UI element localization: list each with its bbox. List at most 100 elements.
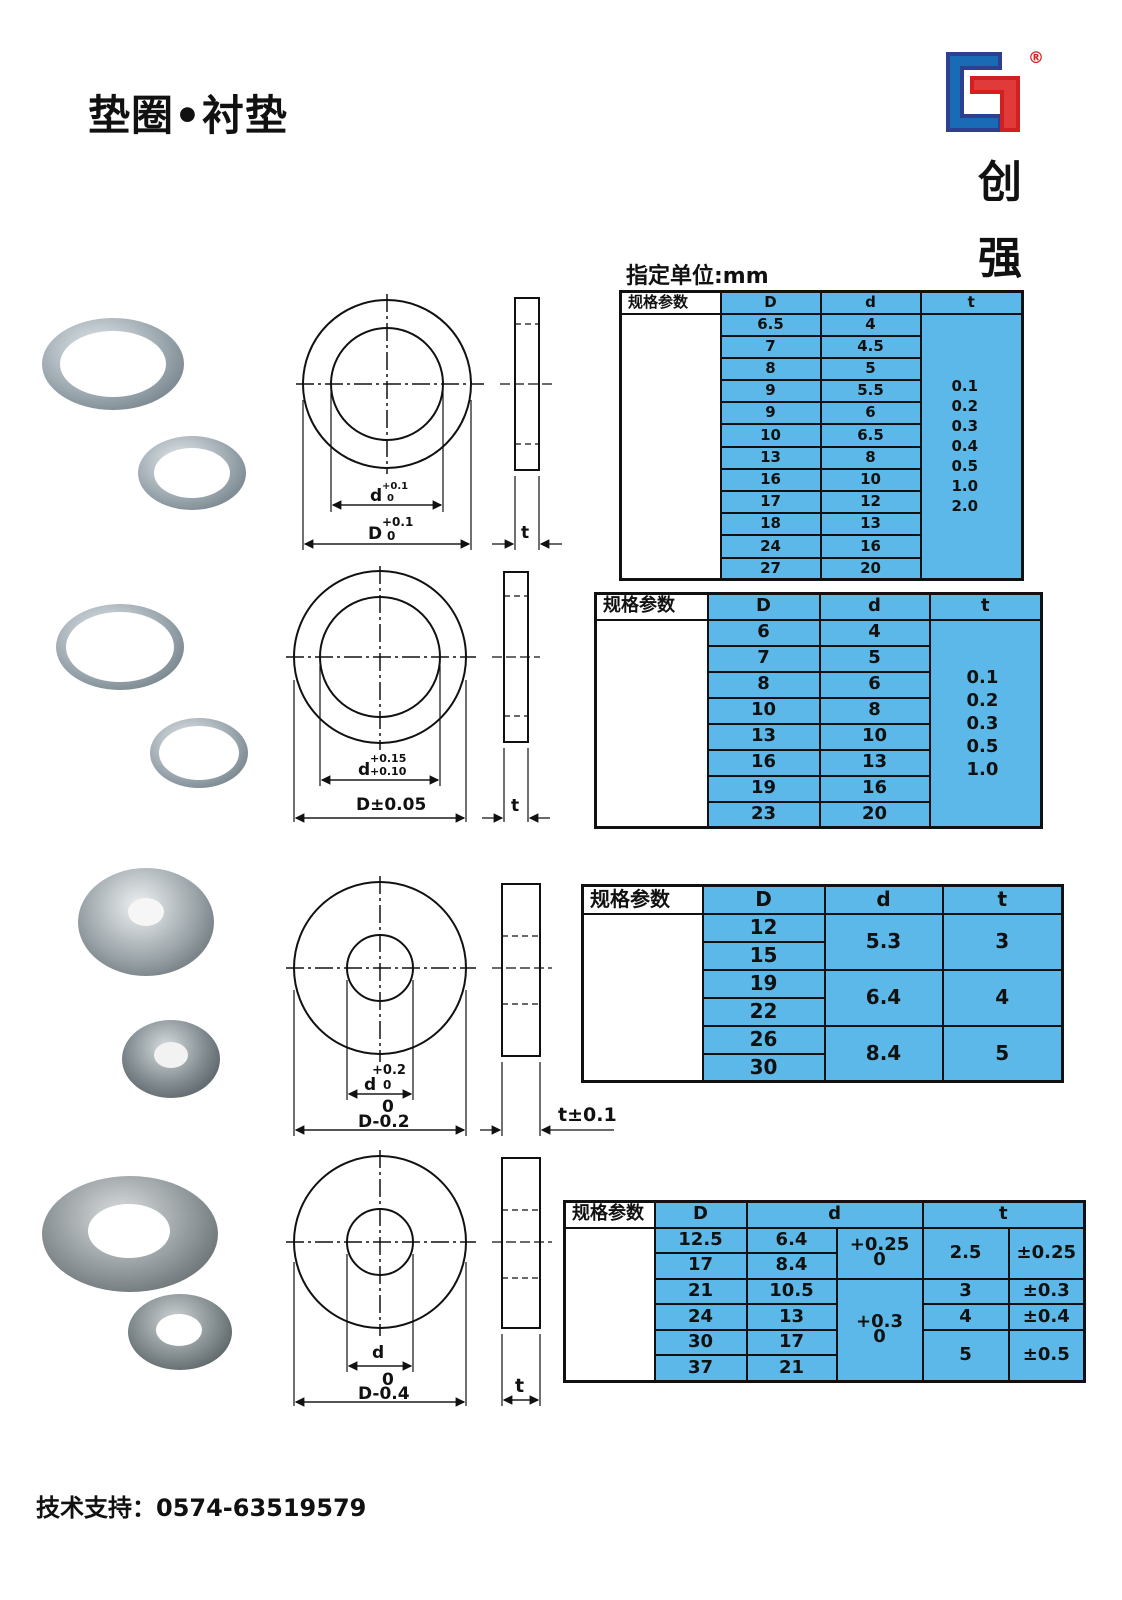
t-value: 0.2 [966, 689, 999, 711]
washer-photo-4b [128, 1294, 232, 1370]
cell-d: 20 [818, 800, 931, 829]
dim-d-3: d [364, 1075, 376, 1095]
cell-d: 5.3 [823, 912, 944, 971]
cell-D: 21 [653, 1277, 748, 1306]
header-t: t [928, 592, 1043, 621]
registered-mark: ® [1028, 48, 1044, 67]
header-d: d [745, 1200, 924, 1229]
t-value: 1.0 [951, 477, 979, 496]
t-value: 0.1 [951, 377, 979, 396]
dim-D-tol-up-3: 0 [382, 1097, 394, 1117]
cell-D: 22 [701, 996, 826, 1027]
tol-upper: +0.25 [849, 1234, 910, 1256]
washer-photo-1a [42, 318, 184, 410]
header-t: t [941, 884, 1064, 915]
t-value: 0.5 [966, 735, 999, 757]
header-spec: 规格参数 [594, 592, 709, 621]
t-value: 0.3 [951, 417, 979, 436]
cell-d: 6.5 [819, 423, 922, 448]
cell-t-tolerance: ±0.3 [1007, 1277, 1086, 1306]
header-D: D [719, 290, 822, 315]
t-value: 0.5 [951, 457, 979, 476]
cell-d: 16 [819, 534, 922, 559]
cell-d: 8 [819, 445, 922, 470]
cell-d: 16 [818, 774, 931, 803]
header-spec: 规格参数 [581, 884, 704, 915]
cell-D: 9 [719, 401, 822, 426]
cell-d: 8.4 [745, 1252, 838, 1280]
cell-d: 10.5 [745, 1277, 838, 1306]
cell-D: 27 [719, 556, 822, 581]
cell-d: 8 [818, 696, 931, 725]
brand-char-1: 创 [978, 157, 1022, 208]
dim-t-1: t [521, 523, 529, 543]
cell-t-tolerance: ±0.4 [1007, 1303, 1086, 1331]
cell-t-tolerance: ±0.25 [1007, 1226, 1086, 1280]
dim-d-4: d [372, 1343, 384, 1363]
cell-D: 24 [653, 1303, 748, 1331]
dim-d-tol-up-2: +0.15 [370, 752, 406, 765]
washer-photo-3b [122, 1020, 220, 1098]
tol-lower: 0 [873, 1249, 886, 1271]
spec-blank-cell [563, 1226, 656, 1383]
t-value: 0.1 [966, 666, 999, 688]
cell-d: 4.5 [819, 334, 922, 359]
header-d: d [823, 884, 944, 915]
cell-t: 5 [941, 1024, 1064, 1083]
header-t: t [921, 1200, 1086, 1229]
cell-D: 13 [706, 722, 821, 751]
dim-d-1: d [370, 486, 382, 506]
header-d: d [818, 592, 931, 621]
t-value: 1.0 [966, 758, 999, 780]
cell-D: 6.5 [719, 312, 822, 337]
cell-t-tolerance: ±0.5 [1007, 1328, 1086, 1383]
cell-d: 10 [819, 467, 922, 493]
dim-d-tol-lo-3: 0 [383, 1078, 391, 1092]
cell-D: 8 [719, 356, 822, 382]
cell-D: 13 [719, 445, 822, 470]
dim-D-tol-up-1: +0.1 [382, 515, 413, 529]
header-D: D [706, 592, 821, 621]
dim-d-tol-lo-1: 0 [387, 493, 394, 504]
dim-D-3: D-0.2 [358, 1112, 410, 1132]
washer-photo-4a [42, 1176, 218, 1292]
dim-D-tol-lo-1: 0 [387, 529, 395, 543]
tech-support-footer: 技术支持：0574-63519579 [36, 1494, 367, 1522]
cell-D: 10 [706, 696, 821, 725]
cell-D: 7 [719, 334, 822, 359]
header-t: t [919, 290, 1024, 315]
cell-d: 12 [819, 489, 922, 515]
unit-label: 指定单位:mm [626, 264, 769, 289]
cell-d: 10 [818, 722, 931, 751]
cell-D: 12.5 [653, 1226, 748, 1255]
dim-t-4: t [515, 1375, 524, 1397]
washer-photo-2a [56, 604, 184, 690]
table-row: 30 [583, 1052, 1063, 1083]
cell-D: 30 [701, 1052, 826, 1083]
